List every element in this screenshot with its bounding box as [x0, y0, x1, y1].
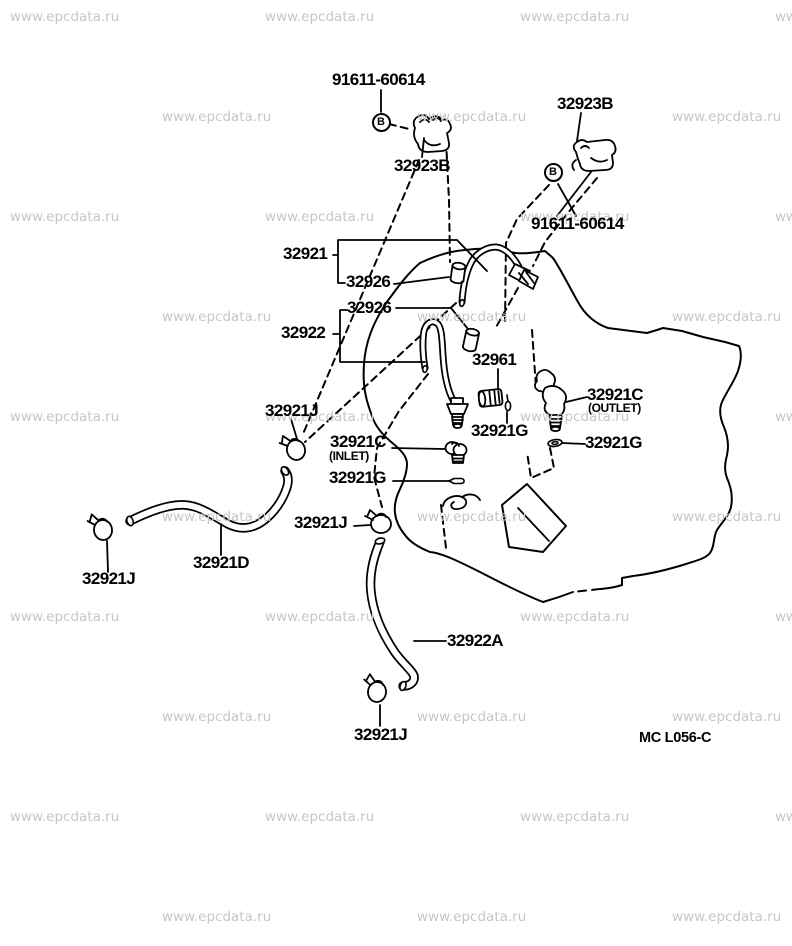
watermark-text: www.epcdata.ru [672, 309, 782, 325]
clamp-32923b-2 [571, 138, 617, 172]
watermark-text: www.epcdata.ru [417, 709, 527, 725]
hose-32921d [125, 466, 293, 533]
bracket-32922 [332, 309, 426, 363]
watermark-text: www.epcdata.ru [10, 9, 120, 25]
spring-clamp-j1 [278, 435, 306, 461]
watermark-text: www.epcdata.ru [10, 809, 120, 825]
pin-32921g-left [448, 477, 465, 485]
part-number-label: 91611-60614 [332, 70, 425, 89]
watermark-text: www.epcdata.ru [162, 109, 272, 125]
oil-pan [501, 483, 567, 553]
drawing-code: MC L056-C [639, 730, 712, 746]
tube-32922 [419, 318, 469, 429]
spring-clamp-j2 [364, 509, 392, 534]
watermark-text: www.epcdata.ru [265, 409, 375, 425]
dashed-reference-lines [302, 123, 598, 549]
watermark-text: www.epcdata.ru [672, 109, 782, 125]
part-number-label: 32923B [394, 156, 451, 175]
circled-letter-marker: B [543, 162, 563, 182]
grommet-32926-2 [462, 327, 480, 353]
watermark-text: www.epcdata.ru [265, 809, 375, 825]
tube-32921 [458, 243, 539, 308]
part-number-label: 91611-60614 [531, 214, 624, 233]
watermark-text: www.epcdata.ru [417, 909, 527, 925]
housing-outline [362, 247, 742, 603]
ring-32921g [547, 438, 563, 448]
watermark-text: www.epcdata.ru [520, 209, 630, 225]
curl-detail [442, 493, 481, 510]
part-number-label: 32921J [294, 513, 348, 532]
watermark-text: www.epcdata.ru [265, 9, 375, 25]
watermark-text: www.epcdata.ru [520, 409, 630, 425]
watermark-text: www.epcdata.ru [775, 209, 792, 225]
union-outlet-32921c [534, 368, 567, 432]
part-number-label: 32921 [283, 244, 328, 263]
part-number-label: 32926 [347, 298, 392, 317]
watermark-text: www.epcdata.ru [775, 9, 792, 25]
watermark-text: www.epcdata.ru [417, 309, 527, 325]
part-number-label: 32926 [346, 272, 391, 291]
watermark-text: www.epcdata.ru [672, 709, 782, 725]
bracket-32921 [332, 239, 488, 284]
watermark-text: www.epcdata.ru [520, 609, 630, 625]
part-number-label: 32921G [471, 421, 529, 440]
watermark-text: www.epcdata.ru [417, 109, 527, 125]
part-number-label: 32921J [265, 401, 319, 420]
part-number-label: (OUTLET) [588, 401, 641, 415]
watermark-text: www.epcdata.ru [10, 209, 120, 225]
part-number-label: 32961 [472, 350, 517, 369]
grommet-32926-1 [449, 261, 467, 285]
part-number-label: 32921C [587, 385, 644, 404]
grommet-32961 [477, 388, 504, 408]
spring-clamp-j3 [86, 513, 113, 541]
part-number-label: 32921C [330, 432, 387, 451]
watermark-text: www.epcdata.ru [672, 509, 782, 525]
watermark-text: www.epcdata.ru [520, 809, 630, 825]
watermark-text: www.epcdata.ru [775, 609, 792, 625]
tube-32922-fitting [446, 397, 469, 429]
watermark-text: www.epcdata.ru [10, 409, 120, 425]
watermark-text: www.epcdata.ru [775, 809, 792, 825]
watermark-text: www.epcdata.ru [162, 509, 272, 525]
part-number-label: (INLET) [329, 449, 369, 463]
part-number-label: 32921G [329, 468, 387, 487]
watermark-text: www.epcdata.ru [265, 609, 375, 625]
watermark-text: www.epcdata.ru [775, 409, 792, 425]
pin-32921g-mid [504, 394, 512, 412]
tube-32921-fitting [508, 263, 539, 290]
part-number-label: 32921G [585, 433, 643, 452]
part-number-label: 32922A [447, 631, 504, 650]
spring-clamp-j4 [363, 673, 387, 703]
watermark-text: www.epcdata.ru [162, 909, 272, 925]
part-number-label: 32921D [193, 553, 250, 572]
watermark-text: www.epcdata.ru [672, 909, 782, 925]
part-number-label: 32921J [354, 725, 408, 744]
watermark-text: www.epcdata.ru [417, 509, 527, 525]
leader-lines [106, 89, 592, 727]
watermark-text: www.epcdata.ru [265, 209, 375, 225]
union-inlet-32921c [444, 441, 468, 464]
watermark-text: www.epcdata.ru [162, 709, 272, 725]
watermark-text: www.epcdata.ru [520, 9, 630, 25]
part-number-label: 32921J [82, 569, 136, 588]
watermark-text: www.epcdata.ru [10, 609, 120, 625]
watermark-text: www.epcdata.ru [162, 309, 272, 325]
part-number-label: 32923B [557, 94, 614, 113]
part-number-label: 32922 [281, 323, 326, 342]
circled-letter-marker: B [371, 112, 391, 132]
hose-32922a [365, 537, 419, 692]
